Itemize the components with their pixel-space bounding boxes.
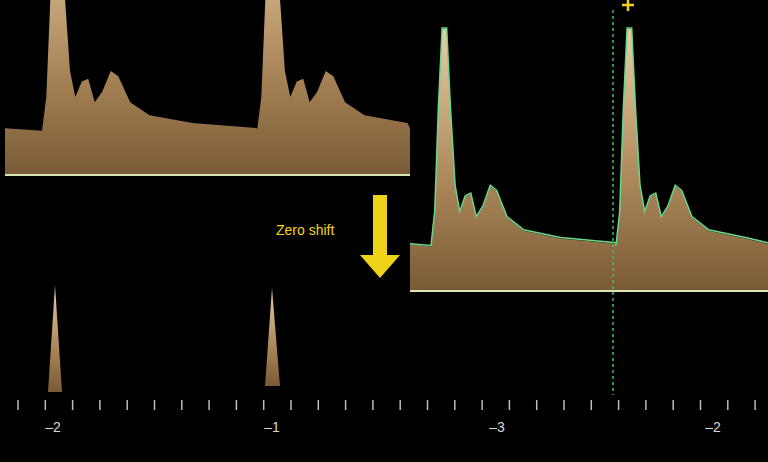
axis-label: –2 (705, 419, 721, 435)
axis-tick (645, 400, 647, 410)
axis-tick (672, 400, 674, 410)
axis-tick (700, 400, 702, 410)
axis-tick (399, 400, 401, 410)
axis-tick (208, 400, 210, 410)
axis-tick (263, 400, 265, 410)
axis-tick (290, 400, 292, 410)
axis-tick (618, 400, 620, 410)
axis-tick (754, 400, 756, 410)
axis-tick (509, 400, 511, 410)
axis-label: –2 (45, 419, 61, 435)
axis-tick (591, 400, 593, 410)
axis-tick (536, 400, 538, 410)
axis-tick (99, 400, 101, 410)
axis-tick (372, 400, 374, 410)
annotation-text: Zero shift (276, 222, 334, 238)
axis-tick (126, 400, 128, 410)
axis-tick (236, 400, 238, 410)
axis-tick (427, 400, 429, 410)
axis-tick (318, 400, 320, 410)
axis-tick (45, 400, 47, 410)
axis-label: –3 (489, 419, 505, 435)
axis-tick (727, 400, 729, 410)
envelope-trace (410, 28, 768, 246)
axis-tick (563, 400, 565, 410)
axis-tick (481, 400, 483, 410)
axis-tick (181, 400, 183, 410)
axis-tick (17, 400, 19, 410)
axis-tick (154, 400, 156, 410)
spectral-envelope (410, 29, 768, 291)
axis-tick (345, 400, 347, 410)
axis-label: –1 (264, 419, 280, 435)
axis-tick (454, 400, 456, 410)
spectral-envelope (5, 0, 410, 175)
axis-tick (72, 400, 74, 410)
